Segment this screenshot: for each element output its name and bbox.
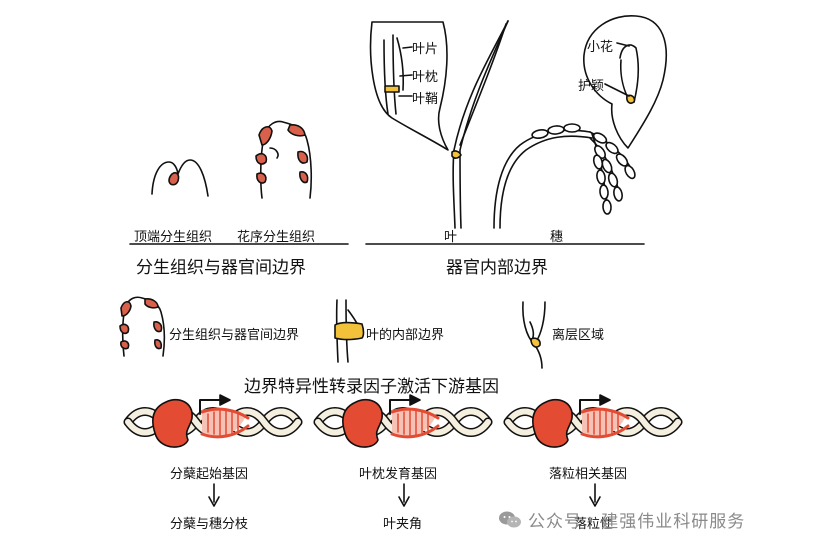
- phenotype-label-1: 分蘖与穗分枝: [170, 517, 249, 532]
- watermark-text: 公众号 · 建强伟业科研服务: [528, 512, 746, 532]
- gene-label-1: 分蘖起始基因: [170, 467, 249, 482]
- arrow-down-1: [208, 483, 220, 507]
- legend-leaf-icon: [334, 299, 365, 363]
- phenotype-label-2: 叶夹角: [383, 517, 423, 532]
- gene-label-2: 叶枕发育基因: [359, 467, 438, 482]
- label-panicle: 穗: [550, 230, 564, 245]
- arrow-down-2: [398, 483, 410, 507]
- legend-abscission-icon: [522, 301, 546, 369]
- title-meristem-boundary: 分生组织与器官间边界: [136, 258, 306, 278]
- section-title: 边界特异性转录因子激活下游基因: [244, 377, 499, 397]
- gene-diagram-1: [123, 394, 303, 448]
- legend-leaf-label: 叶的内部边界: [366, 328, 445, 343]
- leaf-callout: [369, 21, 449, 151]
- inflorescence-meristem: [255, 120, 313, 199]
- gene-diagram-3: [503, 394, 683, 448]
- arrow-down-3: [589, 483, 601, 507]
- gene-label-3: 落粒相关基因: [549, 467, 628, 482]
- panicle-callout: [583, 15, 667, 149]
- legend-meristem-label: 分生组织与器官间边界: [169, 328, 300, 343]
- leaf-blade: [451, 20, 509, 229]
- label-pulvinus: 叶枕: [412, 70, 439, 85]
- label-leaf-sheath: 叶鞘: [412, 92, 439, 107]
- legend-abscission-label: 离层区域: [552, 328, 605, 343]
- apical-meristem: [151, 159, 209, 197]
- gene-diagram-2: [313, 394, 493, 448]
- label-leaf-blade: 叶片: [412, 42, 439, 57]
- title-organ-boundary: 器官内部边界: [446, 258, 548, 278]
- wechat-icon: [499, 511, 521, 527]
- label-glume: 护颖: [578, 79, 605, 94]
- label-inflorescence-meristem: 花序分生组织: [237, 230, 316, 245]
- rice-panicle: [493, 123, 636, 229]
- phenotype-label-3: 落粒性: [574, 517, 614, 532]
- label-floret: 小花: [587, 40, 614, 55]
- label-leaf: 叶: [444, 230, 458, 245]
- label-apical-meristem: 顶端分生组织: [134, 230, 213, 245]
- legend-meristem-icon: [119, 296, 166, 357]
- watermark: 公众号 · 建强伟业科研服务: [498, 507, 745, 532]
